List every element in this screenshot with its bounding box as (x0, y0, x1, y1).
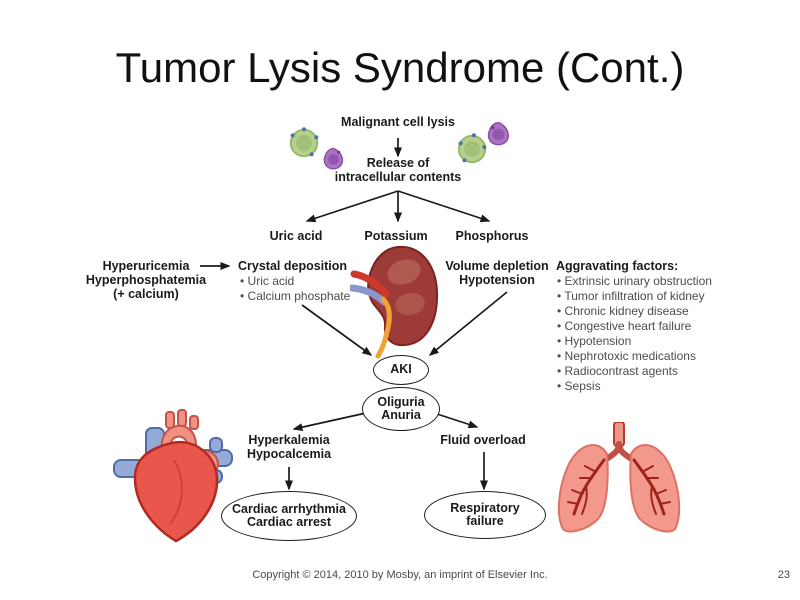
node-potassium: Potassium (364, 229, 428, 243)
node-respiratory-oval: Respiratory failure (424, 491, 546, 539)
node-oliguria-anuria-oval: Oliguria Anuria (362, 387, 440, 431)
copyright-text: Copyright © 2014, 2010 by Mosby, an impr… (252, 569, 548, 581)
node-aki-oval: AKI (373, 355, 429, 385)
list-item: Hypotension (557, 334, 732, 349)
crystal-deposition-list: Uric acid Calcium phosphate (240, 274, 370, 304)
node-crystal-deposition: Crystal deposition (238, 259, 348, 273)
list-item: Uric acid (240, 274, 370, 289)
aggravating-factors-list: Extrinsic urinary obstruction Tumor infi… (557, 274, 732, 394)
lungs-icon (552, 421, 686, 542)
list-item: Congestive heart failure (557, 319, 732, 334)
node-malignant-cell-lysis: Malignant cell lysis (341, 115, 455, 129)
aggravating-factors-title: Aggravating factors: (556, 259, 679, 273)
page-number: 23 (777, 569, 790, 581)
node-volume-depletion: Volume depletion Hypotension (445, 259, 549, 287)
tumor-cell-purple-icon (486, 121, 511, 146)
list-item: Radiocontrast agents (557, 364, 732, 379)
heart-icon (112, 408, 236, 548)
list-item: Nephrotoxic medications (557, 349, 732, 364)
node-release-contents: Release of intracellular contents (334, 156, 462, 184)
list-item: Sepsis (557, 379, 732, 394)
list-item: Tumor infiltration of kidney (557, 289, 732, 304)
node-phosphorus: Phosphorus (455, 229, 529, 243)
node-uric-acid: Uric acid (269, 229, 323, 243)
node-fluid-overload: Fluid overload (440, 433, 526, 447)
node-hyperkalemia: Hyperkalemia Hypocalcemia (246, 433, 332, 461)
list-item: Chronic kidney disease (557, 304, 732, 319)
tumor-cell-green-icon (287, 126, 321, 160)
tumor-cell-green-icon (455, 132, 489, 166)
tumor-cell-purple-icon (322, 147, 345, 170)
node-cardiac-oval: Cardiac arrhythmia Cardiac arrest (221, 491, 357, 541)
list-item: Extrinsic urinary obstruction (557, 274, 732, 289)
node-hyperuricemia: Hyperuricemia Hyperphosphatemia (+ calci… (85, 259, 207, 301)
page-title: Tumor Lysis Syndrome (Cont.) (115, 44, 685, 91)
list-item: Calcium phosphate (240, 289, 370, 304)
